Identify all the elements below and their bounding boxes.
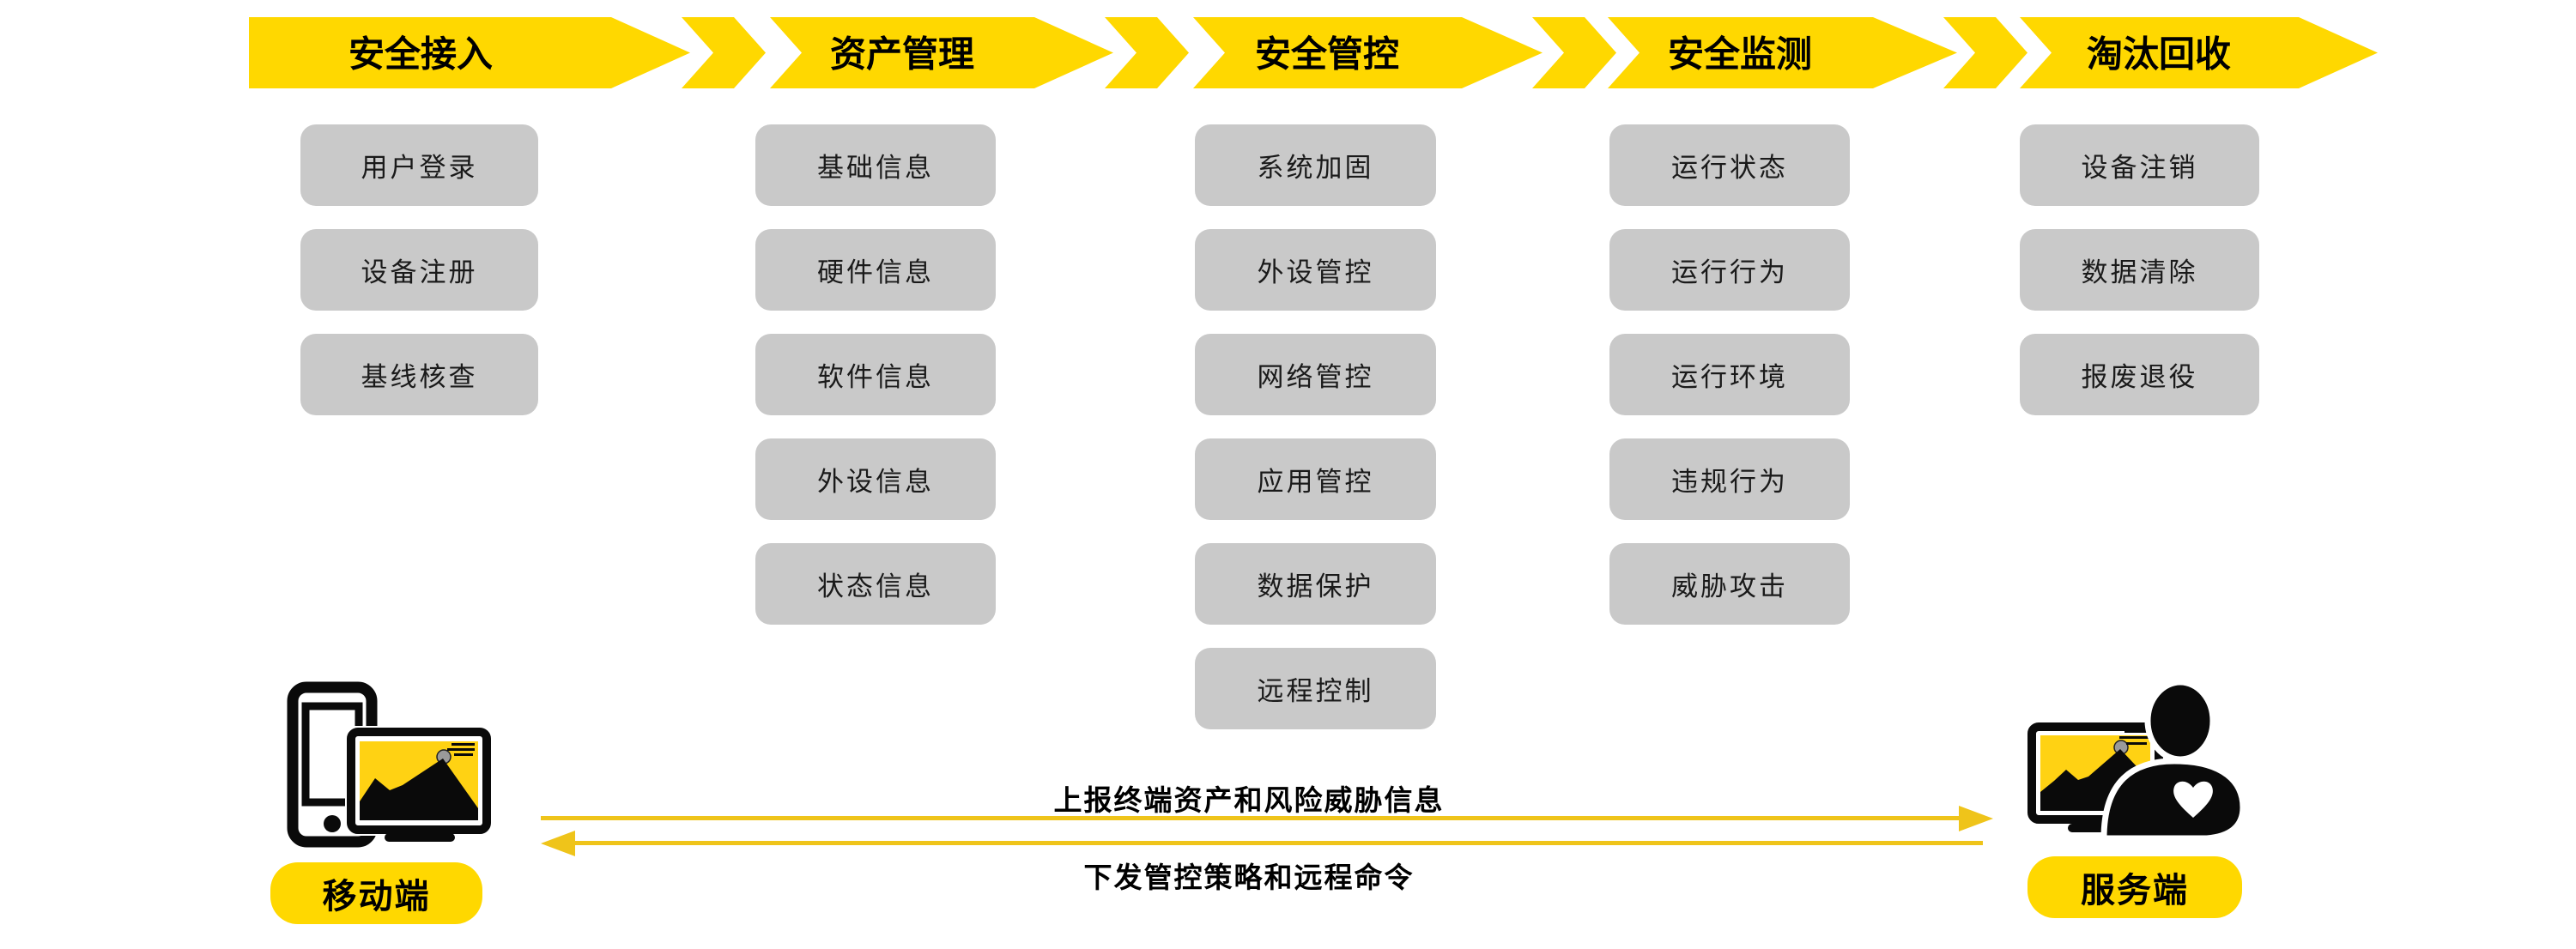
person-icon	[2100, 679, 2245, 842]
chevron-separator-icon	[682, 17, 766, 88]
stage-item: 威胁攻击	[1609, 543, 1850, 625]
stage-item: 外设管控	[1195, 229, 1436, 311]
upload-flow-label: 上报终端资产和风险威胁信息	[1053, 784, 1445, 816]
speed-lines-icon	[2119, 730, 2149, 745]
chevron-separator-icon	[1105, 17, 1189, 88]
monitor-icon	[345, 726, 493, 842]
download-arrow-line	[573, 841, 1983, 845]
stage-banner-label-1: 安全接入	[349, 34, 493, 75]
stage-column-1: 用户登录 设备注册 基线核查	[300, 124, 538, 415]
stage-banner-label-3: 安全管控	[1255, 34, 1399, 75]
stage-item: 外设信息	[755, 438, 996, 520]
server-endpoint-icon	[2027, 679, 2245, 842]
stage-item: 应用管控	[1195, 438, 1436, 520]
stage-item: 违规行为	[1609, 438, 1850, 520]
stage-item: 设备注册	[300, 229, 538, 311]
stage-item: 报废退役	[2020, 334, 2259, 415]
stage-item: 数据清除	[2020, 229, 2259, 311]
stage-column-3: 系统加固 外设管控 网络管控 应用管控 数据保护 远程控制	[1195, 124, 1436, 729]
stage-item: 基线核查	[300, 334, 538, 415]
chevron-separator-icon	[1532, 17, 1616, 88]
stage-banner-3	[1193, 17, 1543, 88]
stage-item: 软件信息	[755, 334, 996, 415]
stage-banner-4	[1608, 17, 1957, 88]
stage-item: 系统加固	[1195, 124, 1436, 206]
stage-column-2: 基础信息 硬件信息 软件信息 外设信息 状态信息	[755, 124, 996, 625]
mobile-endpoint-label: 移动端	[270, 862, 482, 924]
heart-icon	[2173, 781, 2213, 818]
upload-arrow-line	[541, 816, 1961, 820]
stage-banner-label-5: 淘汰回收	[2087, 34, 2231, 75]
stage-banner-1	[249, 17, 690, 88]
stage-column-4: 运行状态 运行行为 运行环境 违规行为 威胁攻击	[1609, 124, 1850, 625]
stage-banner-5	[2020, 17, 2378, 88]
stage-banner-label-2: 资产管理	[830, 34, 974, 75]
arrow-right-icon	[1959, 806, 1993, 831]
mountains-icon	[360, 759, 478, 820]
stage-item: 设备注销	[2020, 124, 2259, 206]
server-endpoint-label: 服务端	[2027, 856, 2242, 918]
stage-item: 网络管控	[1195, 334, 1436, 415]
stage-banner-2	[770, 17, 1113, 88]
stage-item: 运行环境	[1609, 334, 1850, 415]
speed-lines-icon	[447, 743, 475, 756]
stage-item: 基础信息	[755, 124, 996, 206]
home-button	[324, 815, 341, 832]
stage-item: 硬件信息	[755, 229, 996, 311]
monitor-stand	[385, 833, 455, 842]
stage-column-5: 设备注销 数据清除 报废退役	[2020, 124, 2259, 415]
mobile-endpoint-icon	[287, 681, 493, 848]
stage-item: 状态信息	[755, 543, 996, 625]
stage-banner-label-4: 安全监测	[1668, 34, 1812, 75]
chevron-separator-icon	[1943, 17, 2027, 88]
stage-banner-row: 安全接入 资产管理 安全管控 安全监测 淘汰回收	[249, 17, 2378, 88]
download-flow-label: 下发管控策略和远程命令	[1083, 861, 1415, 893]
stage-item: 用户登录	[300, 124, 538, 206]
stage-item: 运行行为	[1609, 229, 1850, 311]
stage-item: 运行状态	[1609, 124, 1850, 206]
arrow-left-icon	[541, 831, 575, 856]
stage-item: 数据保护	[1195, 543, 1436, 625]
stage-item: 远程控制	[1195, 648, 1436, 729]
